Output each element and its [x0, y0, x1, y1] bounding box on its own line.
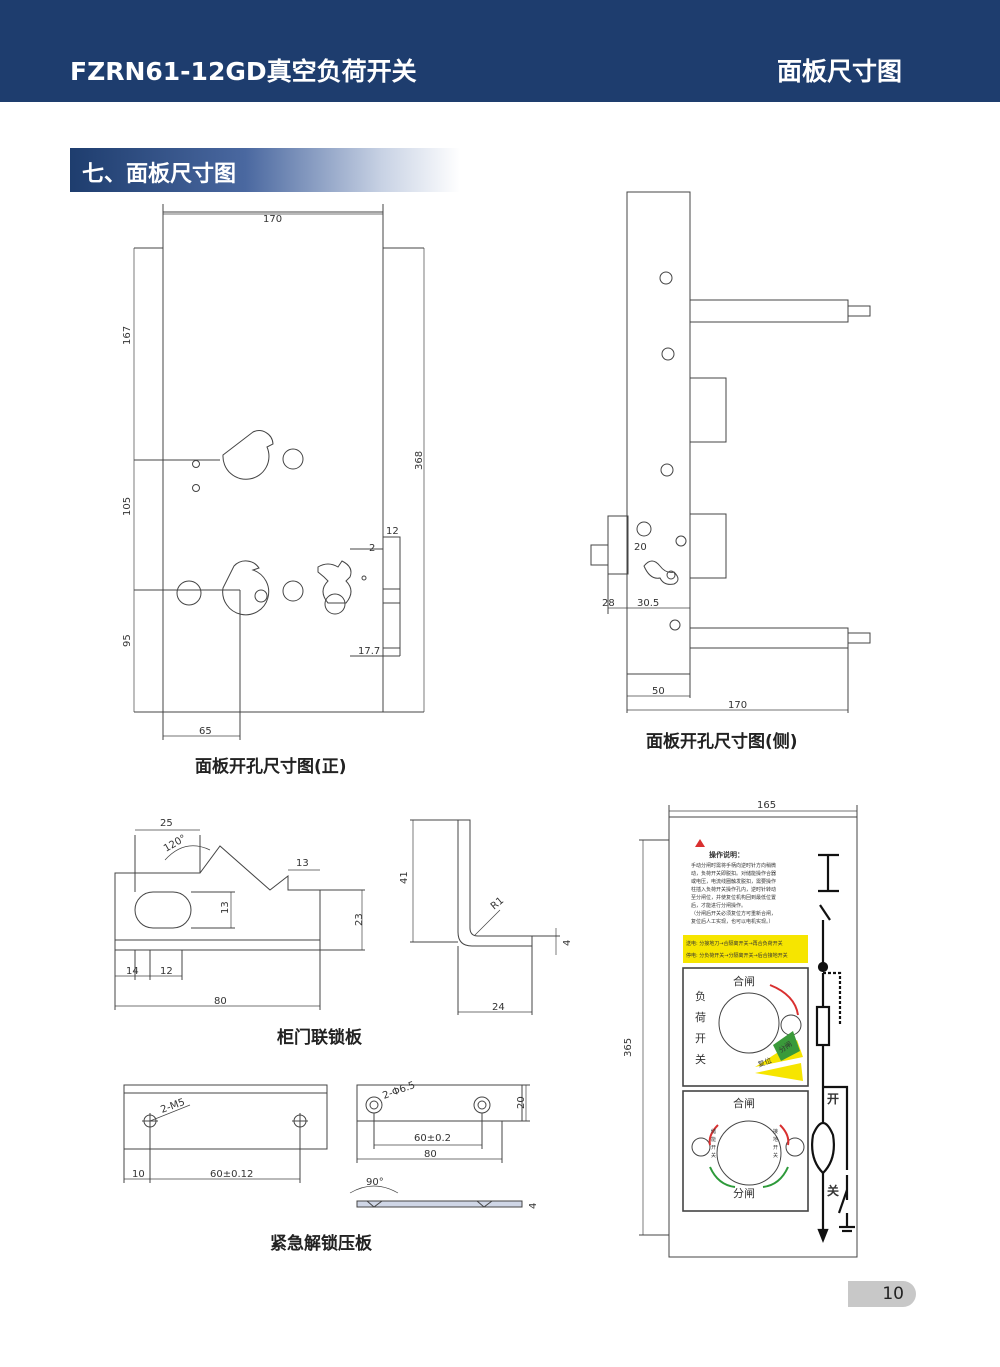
section-title: 七、面板尺寸图	[82, 162, 237, 187]
dim-front-h2: 105	[122, 497, 133, 516]
unlock-plate-drawing: 2-M5 10 60±0.12 2-Φ6.5 20 60±0.2 80 90° …	[123, 1080, 539, 1209]
dim-front-12: 12	[386, 526, 399, 537]
dim-front-h3: 95	[122, 634, 133, 647]
dim-side-50: 50	[652, 686, 665, 697]
dim-il-14: 14	[126, 966, 139, 977]
instr-line-6: （分闸后开关必须复位方可重新合闸，	[691, 910, 776, 917]
box2-right-3: 关	[773, 1152, 778, 1159]
caption-unlock: 紧急解锁压板	[270, 1234, 372, 1254]
box1-side-3: 关	[695, 1052, 706, 1066]
dim-panel-width: 165	[757, 800, 776, 811]
box1-side-0: 负	[695, 989, 706, 1003]
box2-right-1: 地	[773, 1136, 778, 1143]
dim-front-bottom: 65	[199, 726, 212, 737]
dim-ul-angle: 90°	[366, 1177, 384, 1188]
caption-side: 面板开孔尺寸图(侧)	[646, 732, 798, 752]
dim-ul-60b: 60±0.2	[414, 1133, 451, 1144]
page-number: 10	[882, 1284, 904, 1304]
instr-line-4: 至分闸位，并使复位机构回到最低位置	[691, 894, 776, 901]
dim-ul-10: 10	[132, 1169, 145, 1180]
instr-line-5: 后，才能进行分闸操作。	[691, 902, 746, 909]
dim-front-h1: 167	[122, 326, 133, 345]
box1-side-1: 荷	[695, 1011, 706, 1024]
dim-ul-20: 20	[516, 1096, 527, 1109]
dim-side-170: 170	[728, 700, 747, 711]
box2-left-1: 能	[711, 1136, 716, 1143]
box2-left-3: 关	[711, 1152, 716, 1159]
box1-side-2: 开	[695, 1032, 706, 1045]
dim-il-13b: 13	[220, 901, 231, 914]
dim-front-width: 170	[263, 214, 282, 225]
dim-front-2: 2	[369, 543, 375, 554]
box2-right-2: 开	[773, 1145, 778, 1151]
box2-left-0: 储	[711, 1128, 716, 1135]
side-panel-drawing: 20 28 30.5 50 170	[590, 191, 871, 713]
dim-panel-height: 365	[623, 1038, 634, 1057]
instr-title: 操作说明：	[709, 850, 744, 859]
product-title: FZRN61-12GD真空负荷开关	[70, 57, 417, 86]
instr-line-0: 手动分闸时需将手柄向逆时针方向稍微	[691, 862, 776, 869]
dim-ul-80: 80	[424, 1149, 437, 1160]
instr-line-7: 复位后人工实现，也可以电机实现。）	[691, 918, 774, 925]
box2-open-label: 分闸	[733, 1187, 755, 1200]
dim-il-25: 25	[160, 818, 173, 829]
dim-ul-4: 4	[528, 1203, 539, 1209]
dim-il-80: 80	[214, 996, 227, 1007]
dim-ul-m5: 2-M5	[159, 1097, 186, 1116]
dim-side-305: 30.5	[637, 598, 659, 609]
dim-side-28: 28	[602, 598, 615, 609]
operation-panel: 165 365 操作说明： 手动分闸时需将手柄向逆时针方向稍微 动，负荷开关即脱…	[623, 800, 858, 1258]
flow-line-1: 送电: 分接地刀→合隔离开关→再合负荷开关	[686, 940, 783, 947]
dim-il-41: 41	[399, 871, 410, 884]
caption-front: 面板开孔尺寸图(正)	[195, 757, 347, 777]
dim-side-20: 20	[634, 542, 647, 553]
dim-il-23: 23	[354, 913, 365, 926]
box1-close-label: 合闸	[733, 974, 755, 988]
dim-il-13a: 13	[296, 858, 309, 869]
front-panel-drawing: 170 167 105 95 368 65 12 2 17.7	[122, 204, 425, 740]
dim-il-4: 4	[562, 940, 570, 946]
dim-il-24: 24	[492, 1002, 505, 1013]
instr-line-1: 动，负荷开关即脱扣。对储能操作合器	[691, 870, 776, 877]
dim-ul-60a: 60±0.12	[210, 1169, 253, 1180]
box2-left-2: 开	[711, 1145, 716, 1151]
box2-right-0: 接	[773, 1128, 778, 1135]
dim-ul-phi: 2-Φ6.5	[381, 1080, 416, 1102]
header-bar: FZRN61-12GD真空负荷开关 面板尺寸图	[0, 0, 1000, 102]
section-heading: 面板尺寸图	[776, 57, 902, 86]
mimic-close-label: 关	[827, 1183, 839, 1198]
dim-il-r1: R1	[489, 895, 506, 912]
interlock-plate-drawing: 25 120° 13 13 23 14 12 80 41 R1 4 24	[114, 818, 570, 1015]
instr-line-2: 或电压，电流线圈触发脱扣，需要操作	[691, 878, 776, 885]
dim-front-177: 17.7	[358, 646, 380, 657]
caption-interlock: 柜门联锁板	[277, 1028, 362, 1048]
dim-il-12: 12	[160, 966, 173, 977]
dim-front-total: 368	[414, 451, 425, 470]
mimic-open-label: 开	[827, 1092, 839, 1106]
flow-line-2: 停电: 分负荷开关→分隔离开关→后合接地开关	[686, 952, 788, 959]
instr-line-3: 柱插入负荷开关操作孔内，逆时针转动	[691, 886, 776, 893]
box2-close-label: 合闸	[733, 1096, 755, 1110]
page-number-tab: 10	[848, 1281, 916, 1307]
section-title-bar: 七、面板尺寸图	[70, 148, 460, 192]
